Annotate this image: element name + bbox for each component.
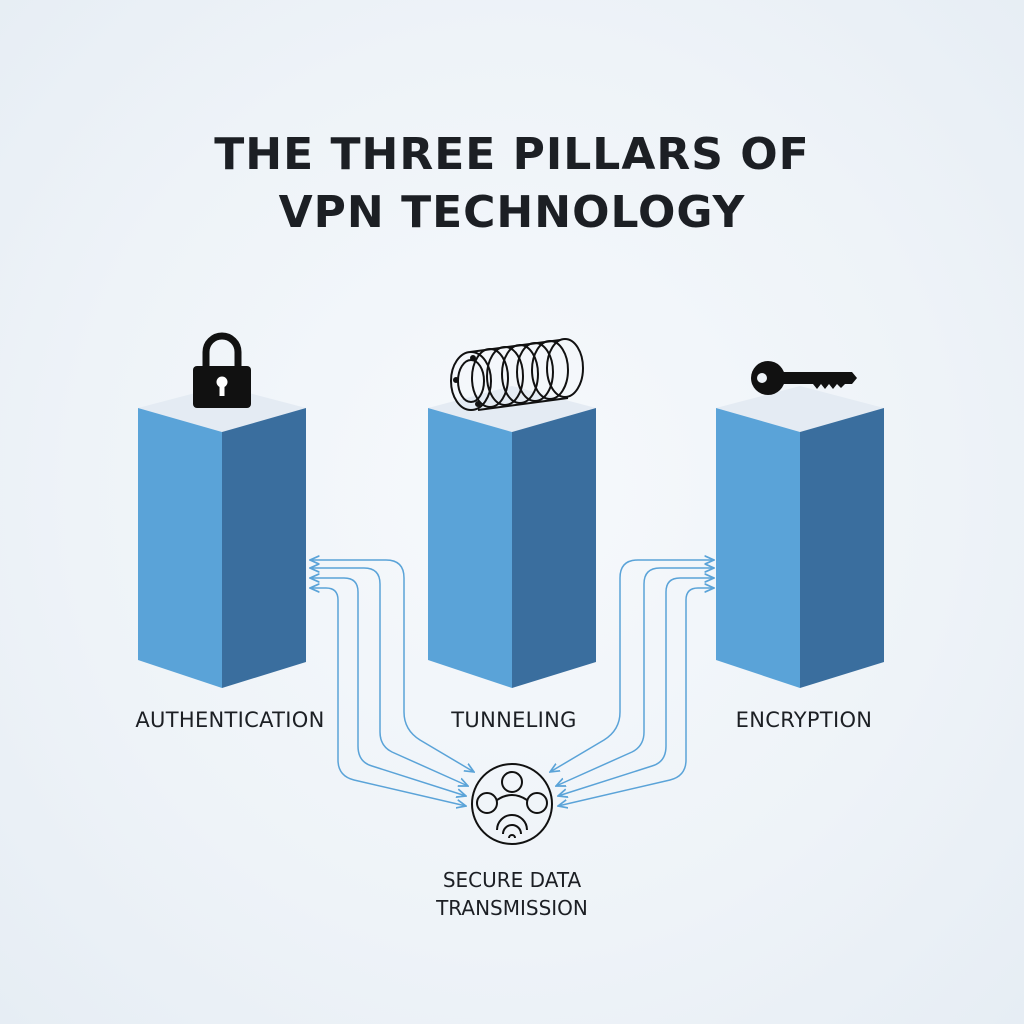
padlock-icon [193,332,251,408]
diagram-title: THE THREE PILLARS OF VPN TECHNOLOGY [0,126,1024,242]
connectors-authentication [310,560,474,806]
secure-data-transmission-label: SECURE DATA TRANSMISSION [362,866,662,922]
pillar-side [512,408,596,688]
pillar-side [222,408,306,688]
pillar-tunneling [428,386,596,688]
key-icon [751,361,857,395]
tunnel-coil-icon [450,338,584,411]
pillar-front [428,408,512,688]
pillar-encryption [716,386,884,688]
pillar-top [138,386,306,432]
pillar-front [138,408,222,688]
pillar-top [716,386,884,432]
pillar-label-encryption: ENCRYPTION [735,708,873,732]
center-label-line-1: SECURE DATA [442,868,582,892]
pillar-side [800,408,884,688]
title-line-1: THE THREE PILLARS OF [214,129,810,180]
pillar-front [716,408,800,688]
connectors-encryption [550,560,714,806]
center-label-line-2: TRANSMISSION [436,896,588,920]
pillar-label-tunneling: TUNNELING [451,708,577,732]
secure-data-hub-icon [471,763,553,845]
title-line-2: VPN TECHNOLOGY [278,187,746,238]
pillar-authentication [138,386,306,688]
pillar-label-authentication: AUTHENTICATION [135,708,325,732]
